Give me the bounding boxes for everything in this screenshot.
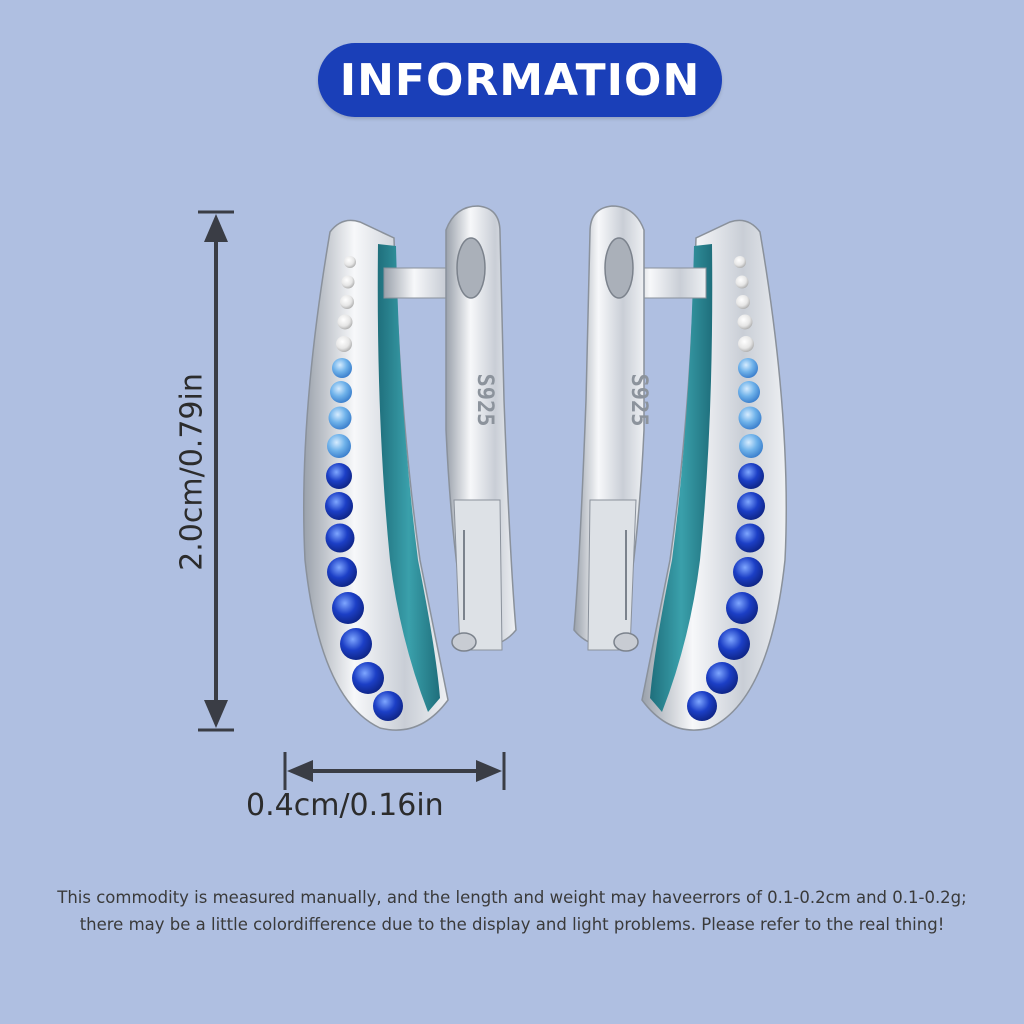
height-dimension-arrow: [198, 210, 234, 732]
width-label: 0.4cm/0.16in: [246, 788, 444, 823]
page-title: INFORMATION: [339, 54, 701, 106]
disclaimer-line-2: there may be a little colordifference du…: [79, 915, 945, 934]
earring-right: S925: [573, 205, 787, 731]
gem-row-right: [687, 256, 765, 721]
disclaimer-note: This commodity is measured manually, and…: [0, 884, 1024, 938]
height-label: 2.0cm/0.79in: [174, 373, 210, 571]
disclaimer-line-1: This commodity is measured manually, and…: [57, 888, 967, 907]
s925-stamp-right: S925: [626, 374, 651, 427]
s925-stamp-left: S925: [472, 374, 497, 427]
earring-left: S925: [303, 205, 517, 731]
width-dimension-arrow: [283, 752, 506, 790]
information-banner: INFORMATION: [318, 43, 722, 117]
gem-row-left: [325, 256, 403, 721]
